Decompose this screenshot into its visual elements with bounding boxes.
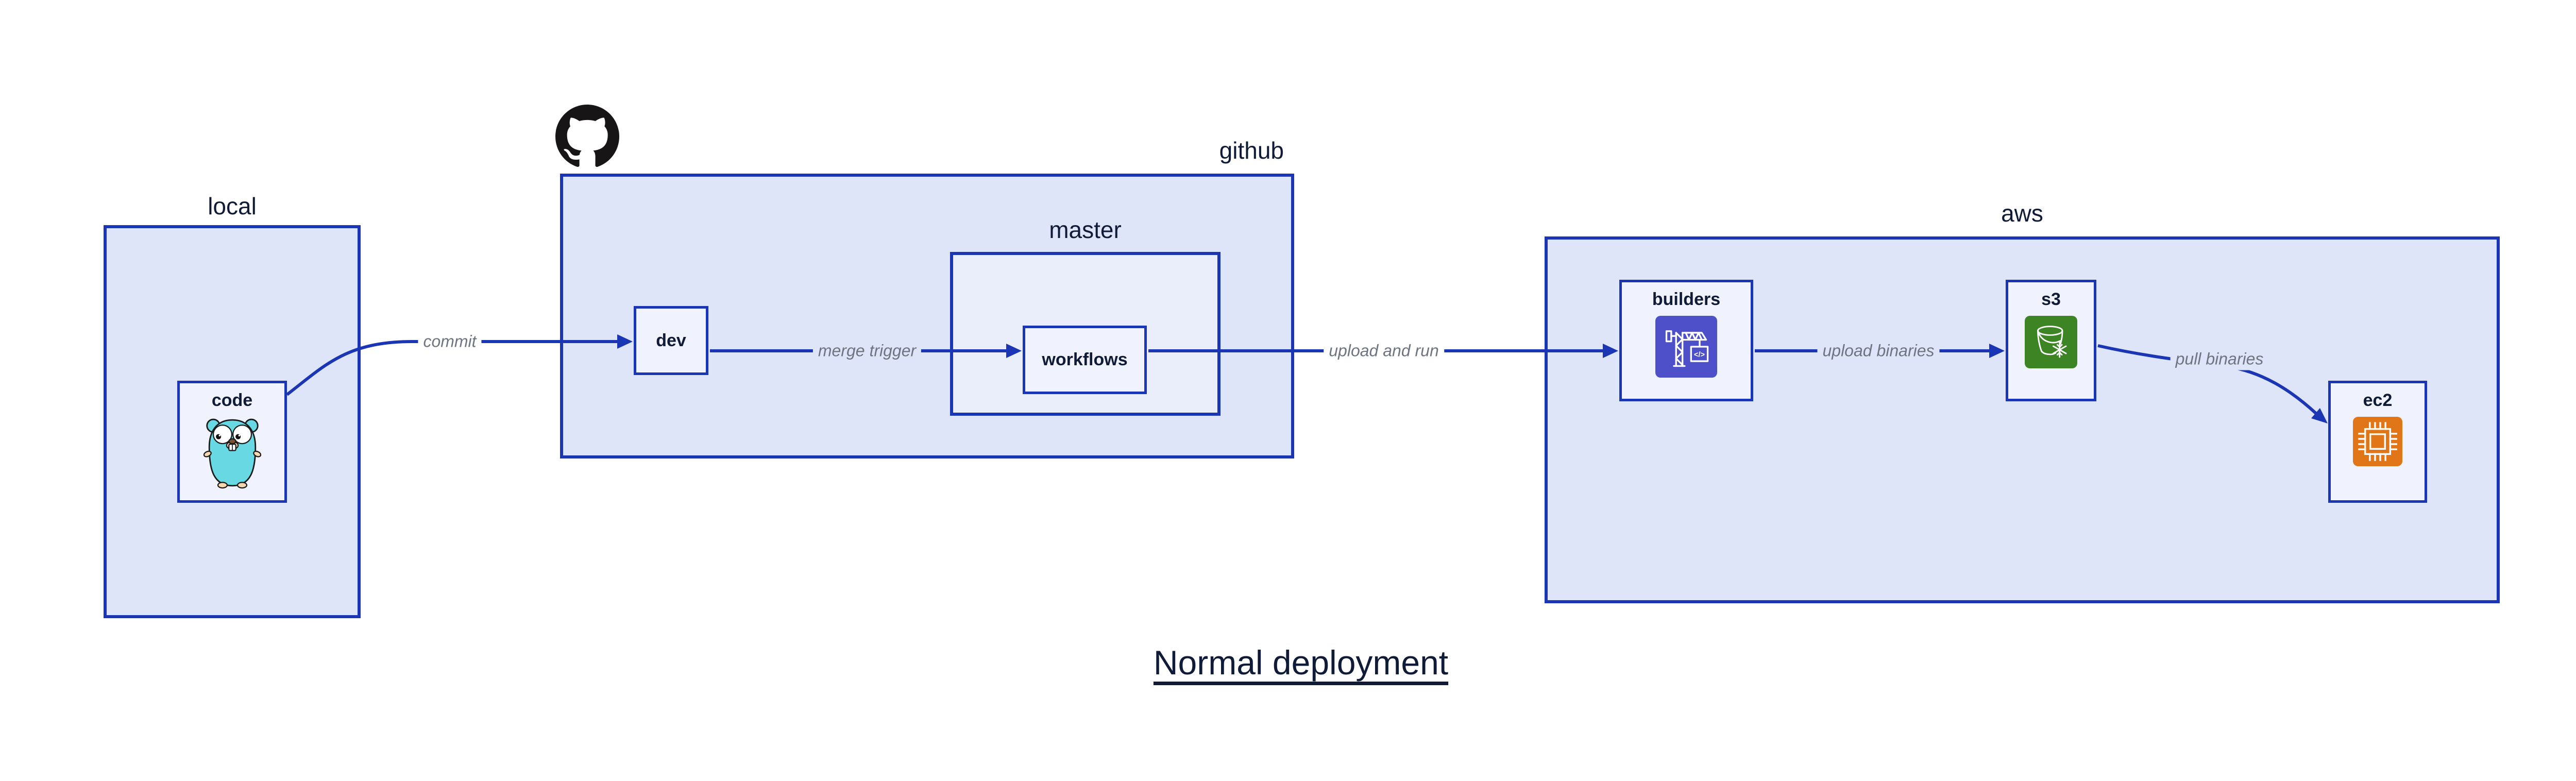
node-s3-label: s3 [2041, 290, 2061, 309]
edge-label-commit: commit [418, 330, 482, 353]
codebuild-crane-icon: </> [1655, 316, 1717, 378]
node-workflows: workflows [1023, 326, 1147, 394]
node-ec2: ec2 [2328, 381, 2427, 503]
container-label-github: github [1219, 137, 1284, 164]
node-ec2-label: ec2 [2363, 390, 2393, 410]
edge-label-merge-trigger: merge trigger [812, 339, 922, 362]
ec2-chip-icon [2353, 417, 2402, 466]
node-builders: builders </> [1619, 280, 1753, 401]
container-label-local: local [208, 193, 257, 219]
node-dev: dev [634, 306, 708, 375]
node-builders-label: builders [1652, 290, 1721, 309]
node-dev-label: dev [656, 330, 686, 350]
s3-bucket-icon [2025, 316, 2077, 368]
edge-label-pull-binaries: pull binaries [2170, 348, 2269, 370]
node-workflows-label: workflows [1042, 350, 1128, 369]
container-label-aws: aws [2001, 200, 2043, 227]
github-octocat-icon [555, 105, 619, 167]
node-code-label: code [211, 390, 253, 410]
edge-label-upload-binaries: upload binaries [1817, 339, 1940, 362]
crane-code-glyph: </> [1694, 351, 1705, 359]
container-label-master: master [1049, 216, 1122, 243]
edge-label-upload-and-run: upload and run [1324, 339, 1444, 362]
node-s3: s3 [2006, 280, 2096, 401]
diagram-title: Normal deployment [1153, 643, 1449, 682]
go-gopher-icon [203, 417, 261, 489]
node-code: code [177, 381, 287, 503]
